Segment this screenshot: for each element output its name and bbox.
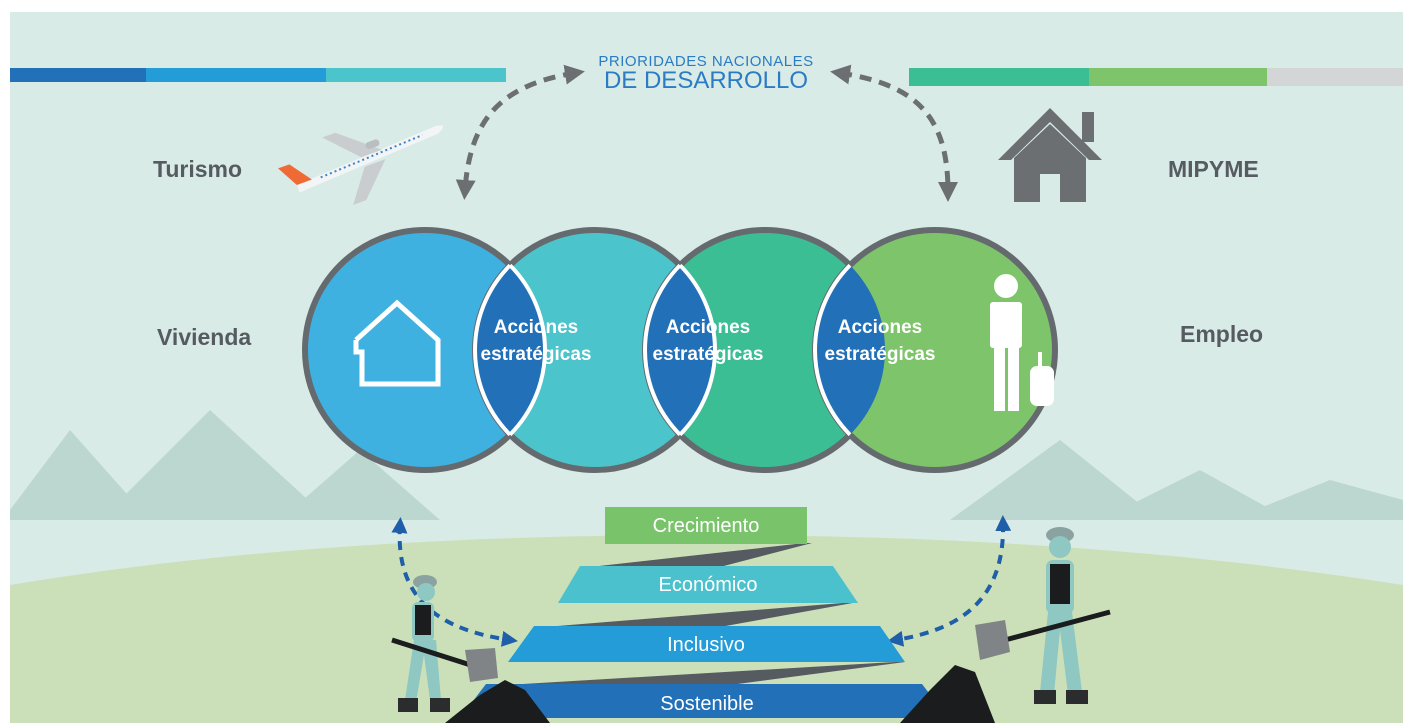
person-luggage-icon	[990, 274, 1054, 411]
title-line-1: PRIORIDADES NACIONALES	[598, 53, 813, 70]
dirt-pile-left	[445, 680, 550, 723]
worker-right-icon	[975, 527, 1111, 704]
label-turismo: Turismo	[153, 156, 242, 182]
label-mipyme: MIPYME	[1168, 156, 1259, 182]
arrow-title-to-right	[830, 64, 958, 202]
house-solid-icon	[998, 108, 1102, 202]
lens-3-line-2: estratégicas	[825, 344, 936, 365]
label-vivienda: Vivienda	[157, 324, 251, 350]
dirt-pile-right	[900, 665, 995, 723]
worker-left-icon	[391, 575, 498, 712]
step-inclusivo: Inclusivo	[508, 626, 905, 662]
title-line-2: DE DESARROLLO	[604, 67, 808, 94]
step-economico: Económico	[558, 566, 858, 603]
zigzag-connector	[505, 543, 905, 685]
lens-3-line-1: Acciones	[838, 317, 922, 338]
lens-2-line-2: estratégicas	[653, 344, 764, 365]
step-sostenible-label: Sostenible	[660, 693, 753, 715]
step-economico-label: Económico	[659, 574, 758, 596]
step-inclusivo-label: Inclusivo	[667, 634, 745, 656]
house-outline-icon	[353, 299, 441, 387]
lens-1-line-2: estratégicas	[481, 344, 592, 365]
right-color-bar	[909, 68, 1403, 86]
airplane-icon	[278, 125, 444, 205]
step-sostenible: Sostenible	[460, 684, 948, 718]
label-empleo: Empleo	[1180, 321, 1263, 347]
mountains	[10, 410, 1403, 520]
lens-outlines	[473, 230, 885, 470]
lens-2-line-1: Acciones	[666, 317, 750, 338]
step-crecimiento: Crecimiento	[605, 507, 807, 544]
left-color-bar	[10, 68, 506, 82]
arrow-title-to-left	[455, 64, 585, 200]
lens-1-line-1: Acciones	[494, 317, 578, 338]
step-crecimiento-label: Crecimiento	[653, 515, 760, 537]
